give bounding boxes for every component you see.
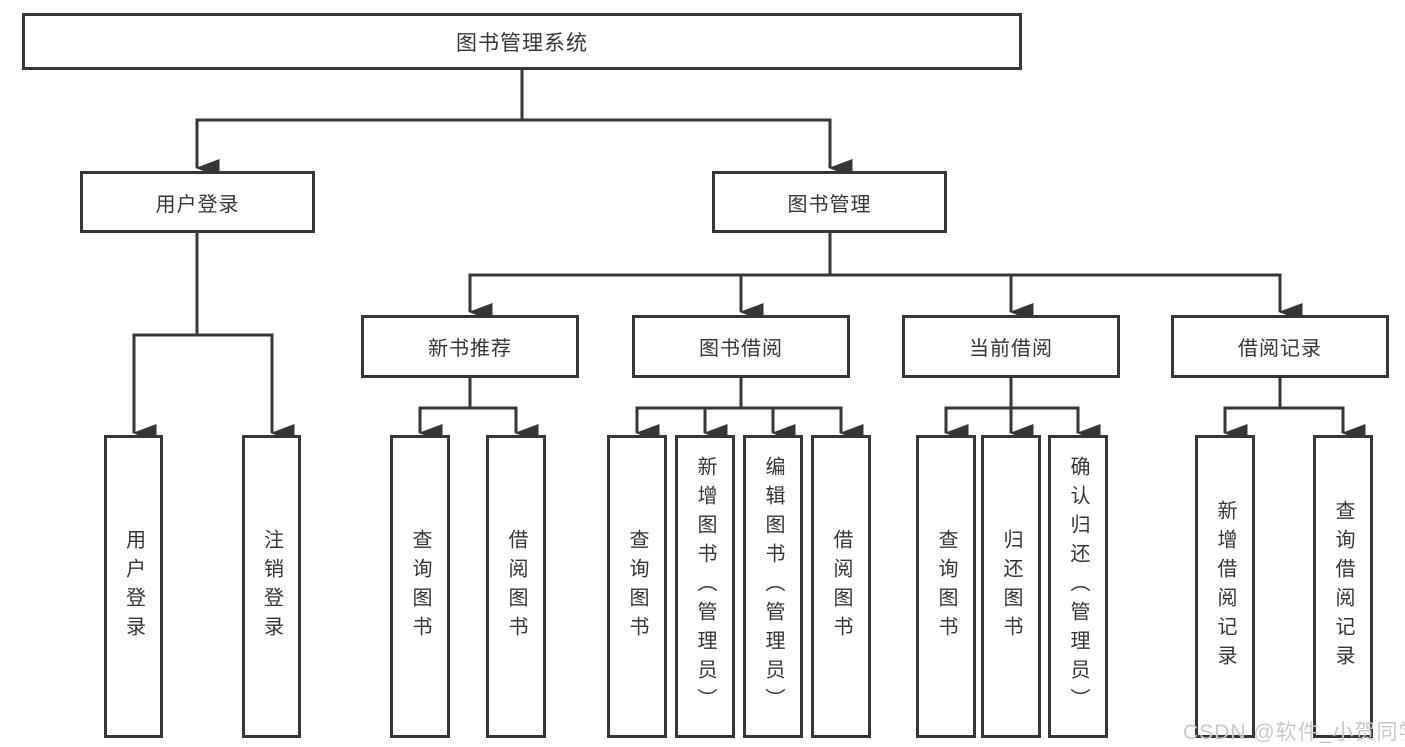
node-leaf-bb-edit-book-admin-label: 编辑图书（管理员） <box>762 456 784 717</box>
node-new-book-recommend-label: 新书推荐 <box>428 338 512 360</box>
node-leaf-user-login-label: 用户登录 <box>122 528 145 645</box>
node-leaf-cb-query-books: 查询图书 <box>916 435 976 738</box>
node-leaf-bb-query-books-label: 查询图书 <box>626 528 648 645</box>
node-user-login-label: 用户登录 <box>155 193 240 216</box>
node-leaf-nbr-query-books-label: 查询图书 <box>409 528 431 645</box>
node-leaf-cb-confirm-return-admin: 确认归还（管理员） <box>1048 435 1108 738</box>
node-leaf-user-login: 用户登录 <box>104 435 163 738</box>
node-leaf-br-query-borrow-record: 查询借阅记录 <box>1313 435 1373 738</box>
node-user-login: 用户登录 <box>80 171 315 233</box>
csdn-watermark: CSDN @软件_小贺同学 <box>1183 721 1405 744</box>
node-root-label: 图书管理系统 <box>456 31 588 55</box>
node-leaf-bb-add-book-admin: 新增图书（管理员） <box>675 435 735 738</box>
node-book-borrow: 图书借阅 <box>632 315 850 378</box>
node-leaf-cb-query-books-label: 查询图书 <box>935 528 957 645</box>
node-new-book-recommend: 新书推荐 <box>361 315 579 378</box>
node-book-management: 图书管理 <box>712 171 947 233</box>
node-current-borrow-label: 当前借阅 <box>969 338 1053 360</box>
node-leaf-bb-borrow-books: 借阅图书 <box>811 435 871 738</box>
node-root: 图书管理系统 <box>22 13 1022 70</box>
node-current-borrow: 当前借阅 <box>902 315 1120 378</box>
node-leaf-nbr-borrow-books-label: 借阅图书 <box>505 528 527 645</box>
node-leaf-logout-label: 注销登录 <box>260 528 283 645</box>
node-leaf-logout: 注销登录 <box>242 435 301 738</box>
node-leaf-bb-borrow-books-label: 借阅图书 <box>830 528 852 645</box>
node-leaf-nbr-borrow-books: 借阅图书 <box>486 435 546 738</box>
node-leaf-br-add-borrow-record: 新增借阅记录 <box>1195 435 1255 738</box>
node-book-management-label: 图书管理 <box>787 193 872 216</box>
node-leaf-br-add-borrow-record-label: 新增借阅记录 <box>1214 499 1236 674</box>
node-leaf-cb-confirm-return-admin-label: 确认归还（管理员） <box>1067 456 1089 717</box>
node-leaf-nbr-query-books: 查询图书 <box>390 435 450 738</box>
node-book-borrow-label: 图书借阅 <box>699 338 783 360</box>
node-borrow-records-label: 借阅记录 <box>1238 338 1322 360</box>
node-leaf-br-query-borrow-record-label: 查询借阅记录 <box>1332 499 1354 674</box>
node-leaf-bb-query-books: 查询图书 <box>607 435 667 738</box>
node-leaf-cb-return-book-label: 归还图书 <box>1000 528 1022 645</box>
node-leaf-bb-edit-book-admin: 编辑图书（管理员） <box>743 435 803 738</box>
node-leaf-bb-add-book-admin-label: 新增图书（管理员） <box>694 456 716 717</box>
node-leaf-cb-return-book: 归还图书 <box>981 435 1041 738</box>
node-borrow-records: 借阅记录 <box>1171 315 1389 378</box>
